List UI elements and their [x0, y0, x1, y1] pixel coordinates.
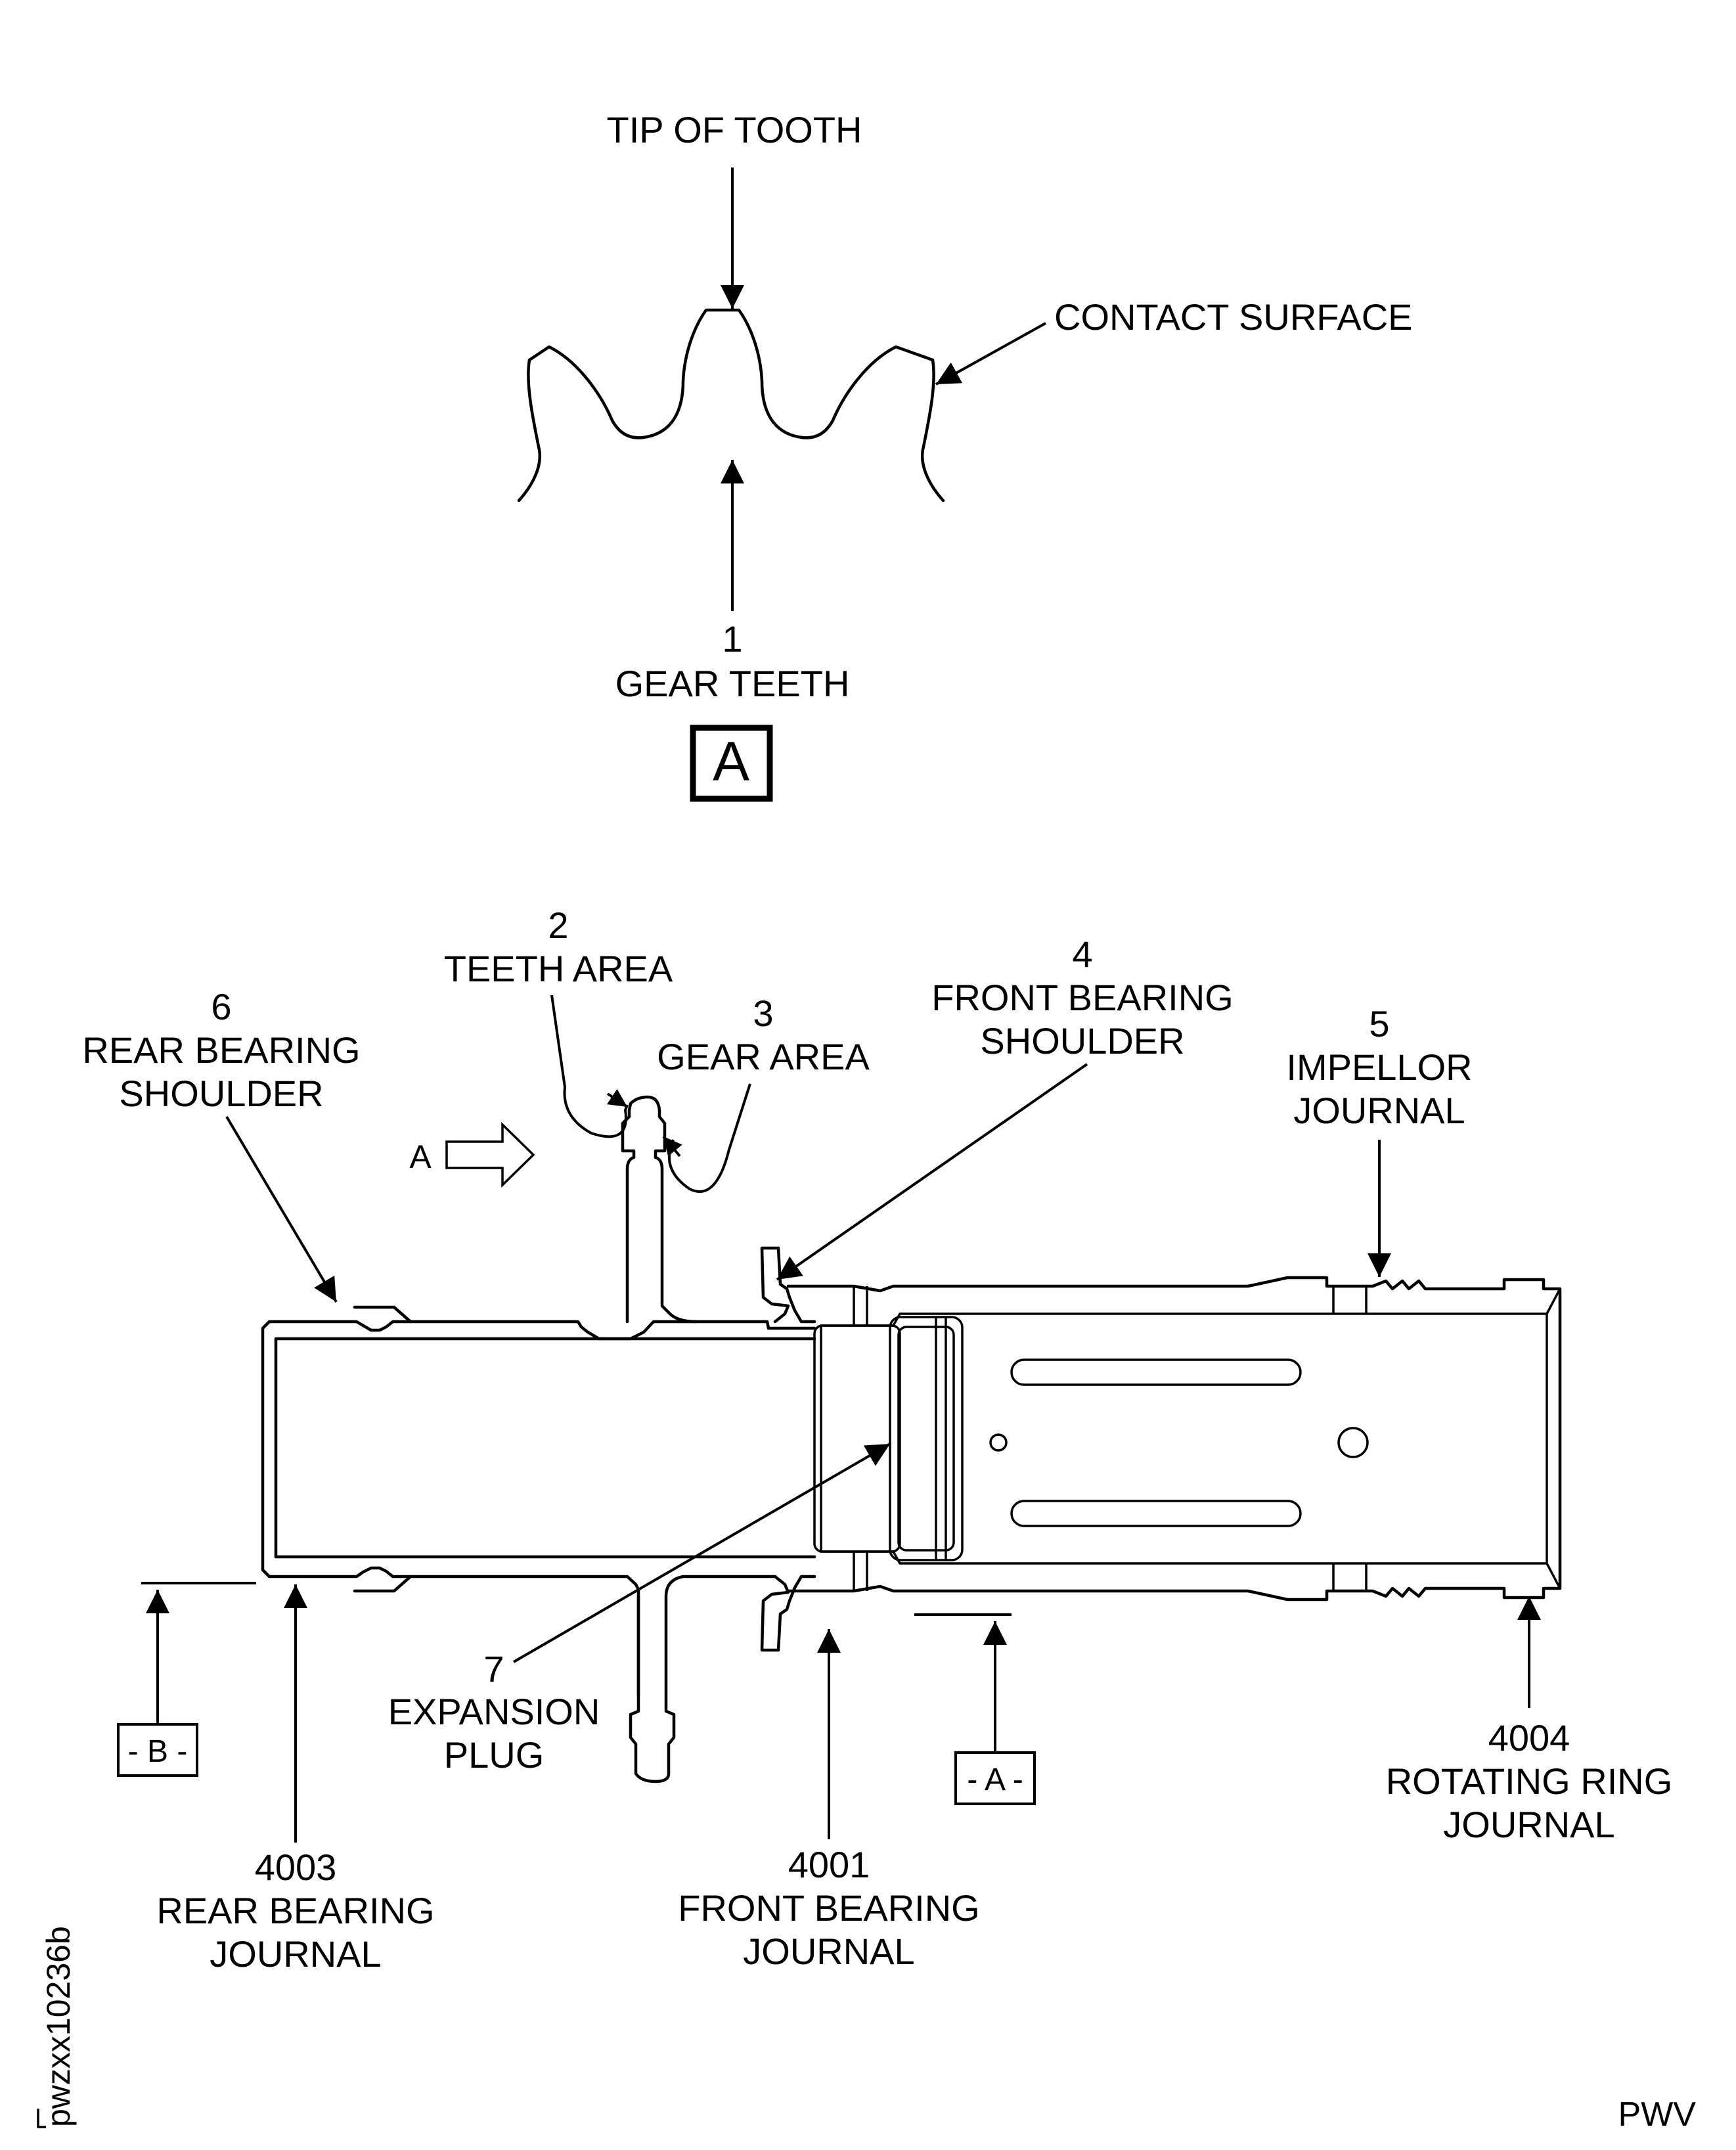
expansion-plug-number: 7: [483, 1648, 504, 1690]
gear-area-label: GEAR AREA: [657, 1036, 870, 1077]
rear-shoulder-line1: REAR BEARING: [82, 1029, 360, 1071]
rear-journal-line2: JOURNAL: [210, 1933, 381, 1975]
callout-rear-bearing-journal: 4003 REAR BEARING JOURNAL: [156, 1584, 435, 1975]
view-direction-arrow: A: [409, 1121, 535, 1188]
large-hole: [1337, 1427, 1369, 1458]
teeth-area-label: TEETH AREA: [444, 948, 673, 989]
figure-id: pwzxx10236b: [40, 1926, 77, 2127]
rim-chamfer-lower: [1546, 1563, 1561, 1589]
rim-chamfer-upper: [1546, 1288, 1561, 1314]
datum-b-label: - B -: [128, 1734, 188, 1769]
expansion-plug-line2: PLUG: [444, 1734, 545, 1776]
shaft-section: [261, 1095, 1562, 1783]
front-shaft-outline: [786, 1276, 1562, 1601]
rotating-ring-line2: JOURNAL: [1443, 1804, 1614, 1845]
datum-a-label: - A -: [967, 1762, 1023, 1797]
callout-teeth-area: 2 TEETH AREA: [444, 905, 673, 1138]
rear-journal-number: 4003: [255, 1847, 337, 1888]
front-shoulder-line1: FRONT BEARING: [931, 977, 1233, 1018]
callout-front-bearing-shoulder: 4 FRONT BEARING SHOULDER: [776, 933, 1234, 1281]
datum-a: - A -: [914, 1613, 1036, 1805]
rotating-ring-line1: ROTATING RING: [1386, 1760, 1673, 1802]
expansion-plug-line1: EXPANSION: [388, 1691, 600, 1732]
front-journal-number: 4001: [788, 1844, 870, 1885]
contact-surface-label: CONTACT SURFACE: [1054, 296, 1413, 338]
view-arrow-shape: [445, 1121, 535, 1188]
front-shoulder-leader: [776, 1063, 1088, 1281]
rear-shoulder-groove-lower: [353, 1575, 412, 1593]
gear-teeth-view: TIP OF TOOTH CONTACT SURFACE 1 GEAR TEET…: [517, 109, 1413, 802]
rear-tube-upper-wall: [261, 1320, 816, 1697]
view-a-box: [690, 725, 773, 802]
datum-a-box: [954, 1751, 1036, 1805]
gear-teeth-profile: [517, 308, 945, 503]
datum-b-box: [117, 1723, 198, 1777]
gear-web-lower: [629, 1575, 777, 1783]
rear-shoulder-groove-upper: [353, 1305, 412, 1324]
tip-of-tooth-label: TIP OF TOOTH: [607, 109, 862, 150]
front-shoulder-line2: SHOULDER: [980, 1020, 1184, 1062]
gear-teeth-number: 1: [722, 618, 742, 660]
teeth-area-number: 2: [548, 905, 568, 946]
rear-journal-line1: REAR BEARING: [156, 1890, 434, 1931]
impellor-line2: JOURNAL: [1293, 1090, 1465, 1131]
gear-web-upper: [621, 1095, 698, 1324]
rotating-ring-number: 4004: [1488, 1717, 1570, 1758]
lower-slot: [1010, 1500, 1302, 1527]
upper-slot: [1010, 1358, 1302, 1386]
callout-rotating-ring-journal: 4004 ROTATING RING JOURNAL: [1386, 1596, 1673, 1845]
view-arrow-label: A: [409, 1138, 432, 1175]
callout-impellor-journal: 5 IMPELLOR JOURNAL: [1286, 1003, 1473, 1277]
datum-b: - B -: [117, 1582, 256, 1777]
callout-rear-bearing-shoulder: 6 REAR BEARING SHOULDER: [82, 986, 361, 1303]
front-journal-line1: FRONT BEARING: [678, 1887, 979, 1929]
rear-shoulder-number: 6: [211, 986, 231, 1027]
expansion-plug-cap: [889, 1316, 964, 1561]
front-shoulder-number: 4: [1072, 933, 1092, 975]
expansion-plug-cap-inner: [897, 1326, 955, 1552]
expansion-plug-leader: [512, 1443, 891, 1663]
contact-surface-arrow: [935, 322, 1046, 386]
callout-gear-area: 3 GEAR AREA: [657, 993, 870, 1193]
impellor-number: 5: [1369, 1003, 1389, 1044]
front-journal-line2: JOURNAL: [743, 1931, 914, 1972]
impellor-line1: IMPELLOR: [1286, 1046, 1472, 1088]
front-shoulder-lip-lower: [760, 1575, 816, 1652]
view-a-letter: A: [713, 730, 749, 792]
gear-area-number: 3: [753, 993, 773, 1034]
figure-id-bracket: [37, 2109, 46, 2128]
gear-teeth-label: GEAR TEETH: [615, 663, 850, 704]
expansion-plug-body: [813, 1324, 901, 1553]
callout-front-bearing-journal: 4001 FRONT BEARING JOURNAL: [678, 1629, 980, 1972]
gear-area-arrowhead: [662, 1135, 682, 1157]
gear-area-leader: [667, 1083, 751, 1193]
corner-mark: PWV: [1618, 2095, 1697, 2134]
rear-shoulder-leader: [225, 1115, 338, 1303]
teeth-area-leader: [550, 995, 629, 1138]
callout-expansion-plug: 7 EXPANSION PLUG: [388, 1443, 891, 1776]
front-shoulder-lip-upper: [760, 1246, 816, 1324]
small-hole: [989, 1433, 1008, 1452]
teeth-area-arrowhead: [606, 1088, 629, 1108]
rear-shoulder-line2: SHOULDER: [119, 1073, 323, 1114]
